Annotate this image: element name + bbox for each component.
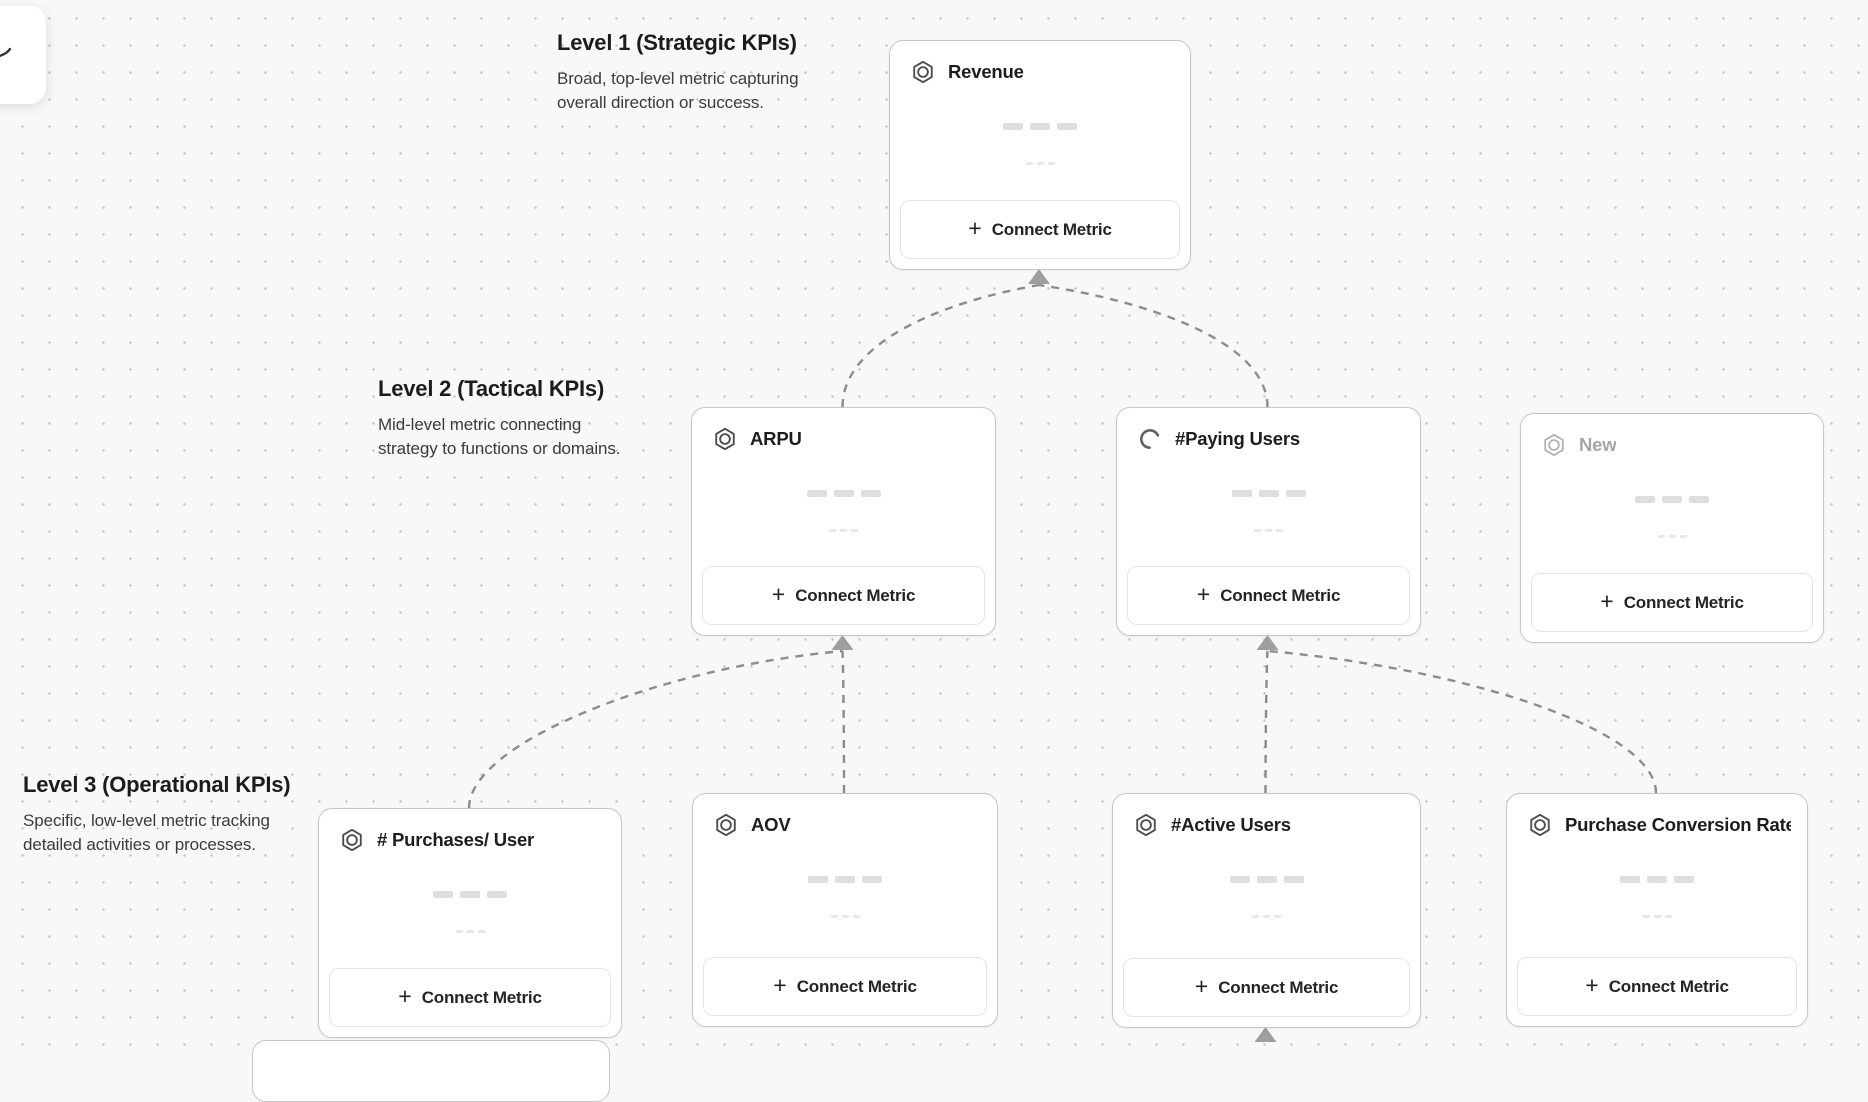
skeleton-row xyxy=(1507,915,1807,918)
cursor-tool-icon xyxy=(0,47,12,58)
spinner-loading-icon xyxy=(1137,426,1163,452)
hexagon-metric-icon xyxy=(910,59,936,85)
connect-metric-label: Connect Metric xyxy=(1608,976,1729,996)
skeleton-row xyxy=(1117,529,1420,532)
connect-metric-button[interactable]: + Connect Metric xyxy=(1517,957,1797,1016)
connect-metric-label: Connect Metric xyxy=(1220,585,1341,605)
skeleton-row xyxy=(1113,915,1420,918)
metric-card-revenue[interactable]: Revenue + Connect Metric xyxy=(889,40,1191,270)
hexagon-metric-icon xyxy=(1541,432,1567,458)
metric-card-title: Purchase Conversion Rate xyxy=(1565,814,1791,835)
section-level2-title: Level 2 (Tactical KPIs) xyxy=(378,376,605,401)
plus-icon: + xyxy=(771,581,786,607)
section-level3-description: Specific, low-level metric tracking deta… xyxy=(23,811,270,854)
metric-card-offscreen-card[interactable]: + Connect Metric xyxy=(252,1040,610,1102)
metric-card-title: #Active Users xyxy=(1171,814,1291,835)
plus-icon: + xyxy=(968,215,982,241)
connect-metric-label: Connect Metric xyxy=(421,987,542,1007)
section-level2: Level 2 (Tactical KPIs) Mid-level metric… xyxy=(378,376,636,461)
skeleton-row xyxy=(692,529,995,532)
section-level3-title: Level 3 (Operational KPIs) xyxy=(23,772,291,797)
connect-metric-button[interactable]: + Connect Metric xyxy=(1531,573,1813,632)
metric-card-purchase-conversion-rate[interactable]: Purchase Conversion Rate + Connect Metri… xyxy=(1506,793,1808,1027)
hexagon-metric-icon xyxy=(1527,812,1553,838)
plus-icon: + xyxy=(773,972,787,998)
connect-metric-button[interactable]: + Connect Metric xyxy=(1127,566,1410,625)
skeleton-row xyxy=(319,930,621,933)
skeleton-row xyxy=(1507,876,1807,883)
metric-card-title: #Paying Users xyxy=(1175,428,1300,449)
section-level1-title: Level 1 (Strategic KPIs) xyxy=(557,30,797,55)
metric-card-purchases-user[interactable]: # Purchases/ User + Connect Metric xyxy=(318,808,622,1038)
skeleton-row xyxy=(319,891,621,898)
hexagon-metric-icon xyxy=(713,812,739,838)
hexagon-metric-icon xyxy=(339,827,365,853)
metric-card-new[interactable]: New + Connect Metric xyxy=(1520,413,1824,643)
skeleton-row xyxy=(890,123,1190,130)
connect-metric-button[interactable]: + Connect Metric xyxy=(900,200,1180,259)
metric-card-title: Revenue xyxy=(948,61,1024,82)
plus-icon: + xyxy=(1600,588,1614,614)
connect-metric-button[interactable]: + Connect Metric xyxy=(702,566,985,625)
toolbar-panel[interactable] xyxy=(0,6,46,104)
skeleton-row xyxy=(1113,876,1420,883)
metric-card-paying-users[interactable]: #Paying Users + Connect Metric xyxy=(1116,407,1421,636)
plus-icon: + xyxy=(398,983,412,1009)
skeleton-row xyxy=(693,915,997,918)
connect-metric-label: Connect Metric xyxy=(796,976,917,996)
skeleton-row xyxy=(692,490,995,497)
skeleton-row xyxy=(1521,535,1823,538)
connect-metric-label: Connect Metric xyxy=(1623,592,1744,612)
metric-card-aov[interactable]: AOV + Connect Metric xyxy=(692,793,998,1027)
connect-metric-button[interactable]: + Connect Metric xyxy=(1123,958,1410,1017)
section-level1-description: Broad, top-level metric capturing overal… xyxy=(557,69,799,112)
connect-metric-button[interactable]: + Connect Metric xyxy=(703,957,987,1016)
metric-card-active-users[interactable]: #Active Users + Connect Metric xyxy=(1112,793,1421,1028)
metric-card-title: New xyxy=(1579,434,1617,455)
section-level2-description: Mid-level metric connecting strategy to … xyxy=(378,415,621,458)
hexagon-metric-icon xyxy=(1133,812,1159,838)
connect-metric-label: Connect Metric xyxy=(991,219,1112,239)
section-level3: Level 3 (Operational KPIs) Specific, low… xyxy=(23,772,301,857)
connect-metric-button[interactable]: + Connect Metric xyxy=(329,968,611,1027)
skeleton-row xyxy=(1117,490,1420,497)
skeleton-row xyxy=(693,876,997,883)
metric-card-title: # Purchases/ User xyxy=(377,829,535,850)
connect-metric-label: Connect Metric xyxy=(795,585,916,605)
plus-icon: + xyxy=(1196,581,1211,607)
connect-metric-label: Connect Metric xyxy=(1218,977,1339,997)
metric-card-title: ARPU xyxy=(750,428,802,449)
metric-card-arpu[interactable]: ARPU + Connect Metric xyxy=(691,407,996,636)
skeleton-row xyxy=(1521,496,1823,503)
hexagon-metric-icon xyxy=(712,426,738,452)
plus-icon: + xyxy=(1585,972,1599,998)
plus-icon: + xyxy=(1194,973,1209,999)
skeleton-row xyxy=(890,162,1190,165)
section-level1: Level 1 (Strategic KPIs) Broad, top-leve… xyxy=(557,30,819,115)
metric-card-title: AOV xyxy=(751,814,791,835)
